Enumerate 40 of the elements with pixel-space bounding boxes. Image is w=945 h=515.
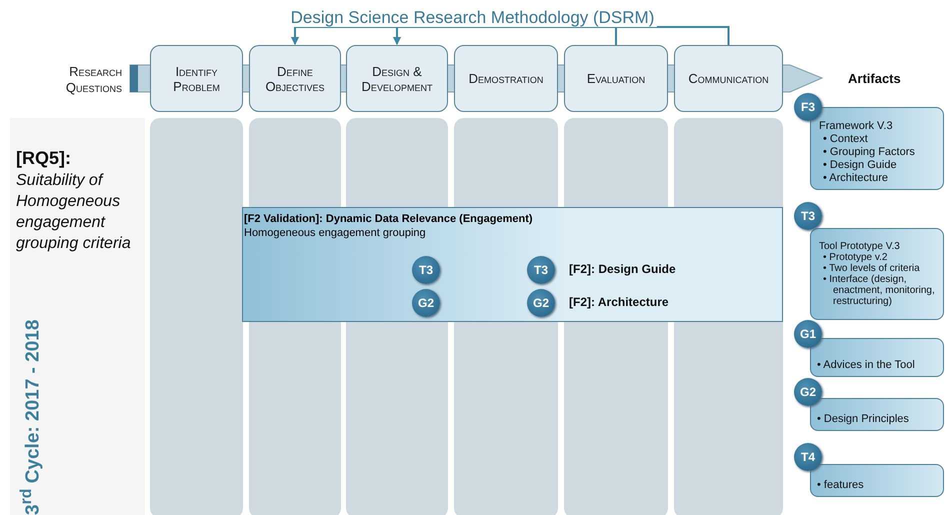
bullet-item: • Context xyxy=(823,133,869,146)
column-heading: Artifacts xyxy=(848,71,901,86)
panel-heading: [F2 Validation]: Dynamic Data Relevance (Engagement) xyxy=(244,213,533,225)
axis-label: Research Questions xyxy=(64,64,122,96)
bullet-item: • Two levels of criteria xyxy=(823,263,921,274)
bullet-item: • Architecture xyxy=(823,172,889,185)
badge-circle: G2 xyxy=(527,289,555,317)
question-text: Suitability of Homogeneous engagement grouping criteria xyxy=(16,171,132,254)
artifact-label: [F2]: Design Guide xyxy=(569,262,676,276)
badge-circle: G2 xyxy=(412,289,440,317)
validation-panel xyxy=(242,207,783,322)
badge-circle: T3 xyxy=(527,256,555,284)
phase-box: Communication xyxy=(674,45,783,112)
badge-circle: F3 xyxy=(794,93,822,121)
artifact-card xyxy=(810,398,944,431)
card-title: Framework V.3 xyxy=(819,120,894,133)
panel-text: Homogeneous engagement grouping xyxy=(244,227,426,239)
badge-circle: G2 xyxy=(794,378,822,406)
phase-box: Design & Development xyxy=(346,45,448,112)
question-id: [RQ5]: xyxy=(16,148,71,169)
bullet-item: • Design Guide xyxy=(823,159,898,172)
badge-circle: G1 xyxy=(794,320,822,348)
phase-box: Evaluation xyxy=(564,45,668,112)
bullet-item: • Design Principles xyxy=(817,413,910,426)
badge-circle: T4 xyxy=(794,443,822,471)
artifact-label: [F2]: Architecture xyxy=(569,295,669,309)
phase-box: Define Objectives xyxy=(249,45,341,112)
badge-circle: T3 xyxy=(412,256,440,284)
phase-box: Identify Problem xyxy=(150,45,243,112)
bullet-item: • Advices in the Tool xyxy=(817,359,916,372)
bullet-item: • Prototype v.2 xyxy=(823,252,888,263)
bullet-item: • features xyxy=(817,479,865,492)
card-title: Tool Prototype V.3 xyxy=(819,241,901,252)
artifact-card xyxy=(810,228,944,320)
phase-box: Demostration xyxy=(454,45,558,112)
bullet-item: • Interface (design, enactment, monitoring, restructuring) xyxy=(823,274,936,307)
artifact-card xyxy=(810,338,944,377)
bullet-item: • Grouping Factors xyxy=(823,146,916,159)
artifact-card xyxy=(810,464,944,497)
badge-circle: T3 xyxy=(794,202,822,230)
